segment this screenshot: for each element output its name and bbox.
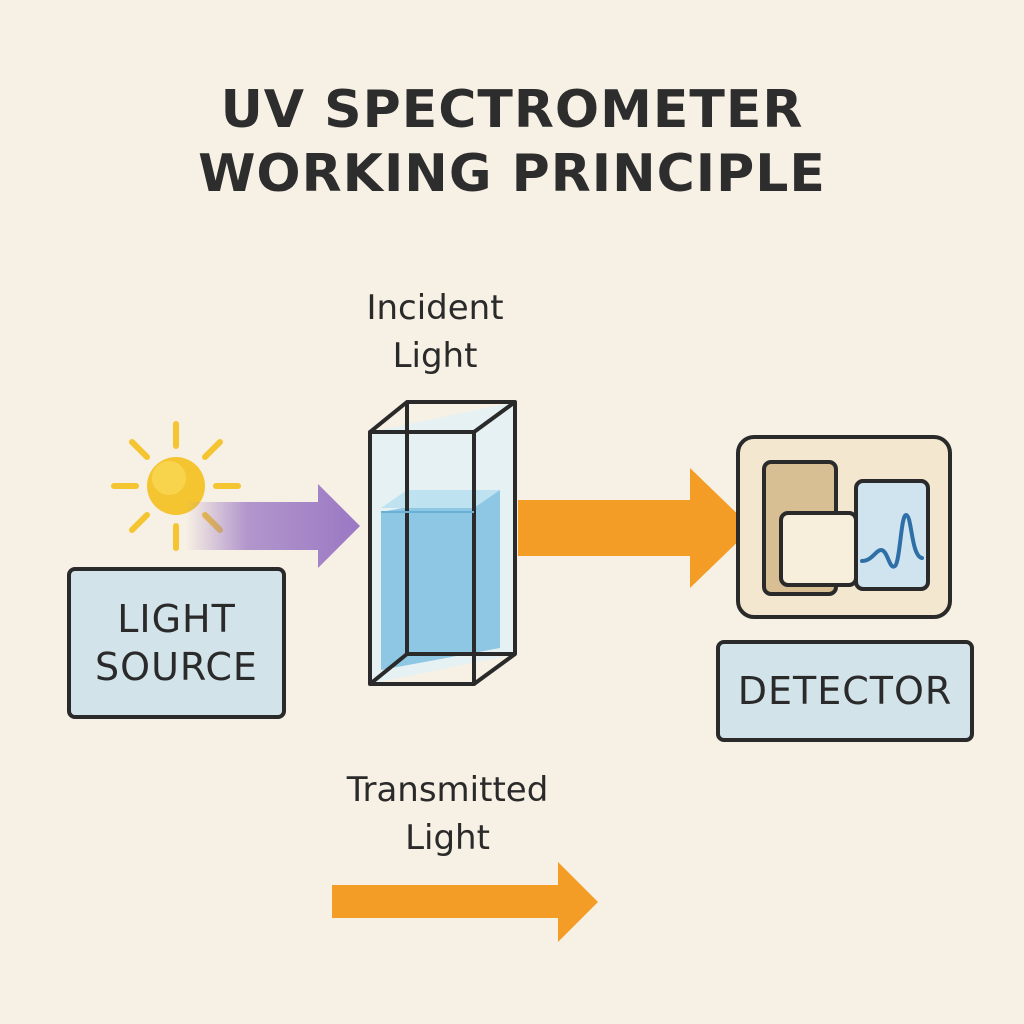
title-line-2: WORKING PRINCIPLE (198, 144, 826, 204)
cuvette-icon (368, 400, 517, 686)
light-source-line-1: LIGHT (117, 597, 236, 641)
transmitted-label-line-2: Light (405, 818, 490, 858)
incident-label-line-2: Light (392, 336, 478, 376)
spectrum-peak-icon (860, 512, 924, 569)
detector-device-icon (736, 435, 952, 619)
transmitted-light-label: Transmitted Light (310, 766, 585, 862)
title-line-1: UV SPECTROMETER (220, 80, 804, 140)
transmitted-light-bottom-arrow (332, 862, 598, 942)
light-source-line-2: SOURCE (95, 645, 258, 689)
incident-light-arrow (186, 484, 360, 568)
diagram-title: UV SPECTROMETER WORKING PRINCIPLE (0, 78, 1024, 206)
light-source-box: LIGHT SOURCE (67, 567, 286, 719)
transmitted-label-line-1: Transmitted (346, 770, 549, 810)
detector-label: DETECTOR (737, 669, 953, 713)
transmitted-light-arrow (518, 468, 752, 588)
incident-light-label: Incident Light (330, 284, 540, 380)
detector-box: DETECTOR (716, 640, 974, 742)
incident-label-line-1: Incident (366, 288, 504, 328)
